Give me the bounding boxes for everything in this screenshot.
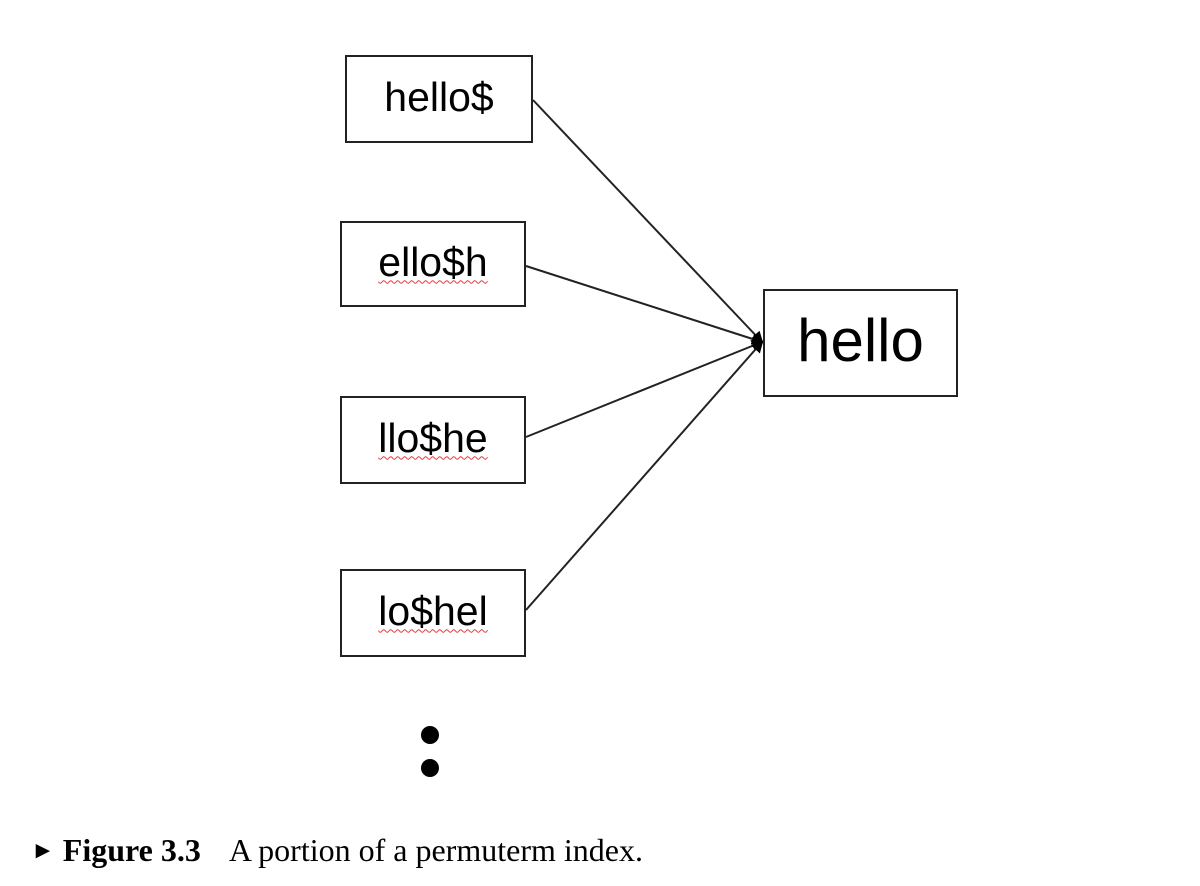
rotation-label: lo$hel <box>378 587 488 634</box>
edge-llo$he-to-hello <box>525 340 764 438</box>
rotation-label: hello$ <box>384 73 494 120</box>
rotation-box-2: ello$h <box>340 221 526 307</box>
rotation-box-1: hello$ <box>345 55 533 143</box>
rotation-label: ello$h <box>378 238 488 285</box>
caption-text: A portion of a permuterm index. <box>228 832 643 868</box>
edge-lo$hel-to-hello <box>525 340 764 611</box>
edge-ello$h-to-hello <box>525 265 764 345</box>
ellipsis-dot <box>421 726 439 744</box>
rotation-box-4: lo$hel <box>340 569 526 657</box>
target-term-box: hello <box>763 289 958 397</box>
target-term-label: hello <box>797 307 924 374</box>
ellipsis-dot <box>421 759 439 777</box>
edge-hello$-to-hello <box>532 99 764 344</box>
rotation-label: llo$he <box>378 414 488 461</box>
figure-caption: ► Figure 3.3 A portion of a permuterm inde… <box>31 832 643 869</box>
rotation-box-3: llo$he <box>340 396 526 484</box>
caption-label: Figure 3.3 <box>62 832 201 868</box>
caption-marker-icon: ► <box>31 838 55 864</box>
